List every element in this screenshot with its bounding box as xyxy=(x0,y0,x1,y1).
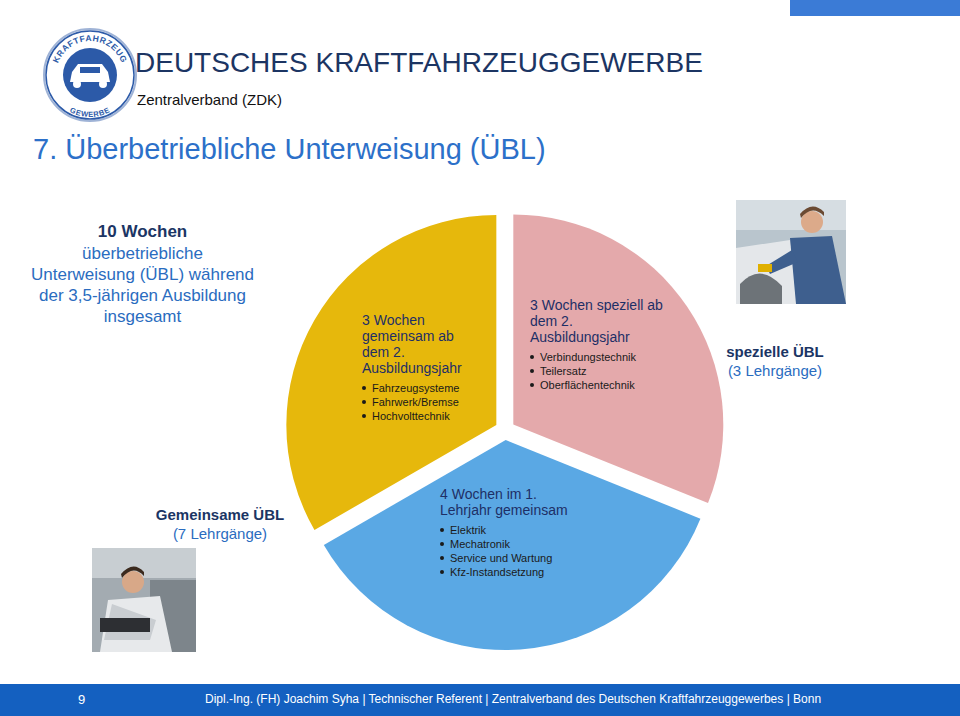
corner-bar xyxy=(790,0,960,16)
bullet-dot xyxy=(530,355,534,359)
bullet-dot xyxy=(440,528,444,532)
bullet-row: Hochvolttechnik xyxy=(362,409,477,423)
bullet-row: Elektrik xyxy=(440,523,575,537)
bullet-text: Mechatronik xyxy=(450,537,510,551)
segment-shape xyxy=(323,439,701,650)
bullet-dot xyxy=(362,400,366,404)
pie-segment: 4 Wochen im 1. Lehrjahr gemeinsamElektri… xyxy=(323,439,701,650)
bullet-dot xyxy=(440,542,444,546)
logo-text: KRAFTFAHRZEUG xyxy=(51,33,130,65)
bullet-row: Teilersatz xyxy=(530,364,670,378)
bullet-row: Fahrzeugsysteme xyxy=(362,381,477,395)
bullet-row: Oberflächentechnik xyxy=(530,378,670,392)
bullet-row: Fahrwerk/Bremse xyxy=(362,395,477,409)
group-label: spezielle ÜBL xyxy=(705,343,845,361)
segment-fill xyxy=(324,440,701,650)
bullet-dot xyxy=(440,570,444,574)
bullet-dot xyxy=(362,414,366,418)
footer-text: Dipl.-Ing. (FH) Joachim Syha | Technisch… xyxy=(205,692,821,706)
bullet-row: Kfz-Instandsetzung xyxy=(440,565,575,579)
bullet-row: Service und Wartung xyxy=(440,551,575,565)
segment-heading: 4 Wochen im 1. Lehrjahr gemeinsam xyxy=(440,486,575,518)
mechanic-photo xyxy=(736,200,846,304)
logo-ring-text: GEWERBE xyxy=(69,105,112,119)
bullet-text: Hochvolttechnik xyxy=(372,409,450,423)
segment-heading: 3 Wochen speziell ab dem 2. Ausbildungsj… xyxy=(530,297,670,345)
logo: KRAFTFAHRZEUG GEWERBE xyxy=(44,29,136,121)
segment-text: 4 Wochen im 1. Lehrjahr gemeinsamElektri… xyxy=(440,486,575,579)
bullet-dot xyxy=(530,369,534,373)
bullet-text: Fahrzeugsysteme xyxy=(372,381,459,395)
group-count: (3 Lehrgänge) xyxy=(705,362,845,380)
header-name: DEUTSCHES KRAFTFAHRZEUGGEWERBE xyxy=(135,46,703,80)
bullet-dot xyxy=(530,383,534,387)
header-subtitle: Zentralverband (ZDK) xyxy=(137,91,282,109)
segment-heading: 3 Wochen gemeinsam ab dem 2. Ausbildungs… xyxy=(362,312,477,376)
bullet-dot xyxy=(362,386,366,390)
bullet-text: Oberflächentechnik xyxy=(540,378,635,392)
bullet-text: Elektrik xyxy=(450,523,486,537)
slide-title: 7. Überbetriebliche Unterweisung (ÜBL) xyxy=(33,133,546,166)
header-rule xyxy=(130,121,790,123)
group-count: (7 Lehrgänge) xyxy=(140,525,300,543)
logo-text: GEWERBE xyxy=(69,105,112,119)
page-number: 9 xyxy=(78,692,85,708)
footer-bar xyxy=(0,684,960,716)
segment-text: 3 Wochen speziell ab dem 2. Ausbildungsj… xyxy=(530,297,670,392)
bullet-text: Fahrwerk/Bremse xyxy=(372,395,459,409)
bullet-text: Verbindungstechnik xyxy=(540,350,636,364)
intro-heading: 10 Wochen xyxy=(30,222,255,242)
logo-ring-text: KRAFTFAHRZEUG xyxy=(51,33,130,65)
bullet-row: Verbindungstechnik xyxy=(530,350,670,364)
bullet-row: Mechatronik xyxy=(440,537,575,551)
intro-text: überbetriebliche Unterweisung (ÜBL) währ… xyxy=(30,243,255,327)
bullet-text: Kfz-Instandsetzung xyxy=(450,565,544,579)
trainee-photo xyxy=(92,548,196,652)
group-label: Gemeinsame ÜBL xyxy=(140,506,300,524)
segment-text: 3 Wochen gemeinsam ab dem 2. Ausbildungs… xyxy=(362,312,477,423)
bullet-text: Teilersatz xyxy=(540,364,586,378)
bullet-dot xyxy=(440,556,444,560)
bullet-text: Service und Wartung xyxy=(450,551,552,565)
